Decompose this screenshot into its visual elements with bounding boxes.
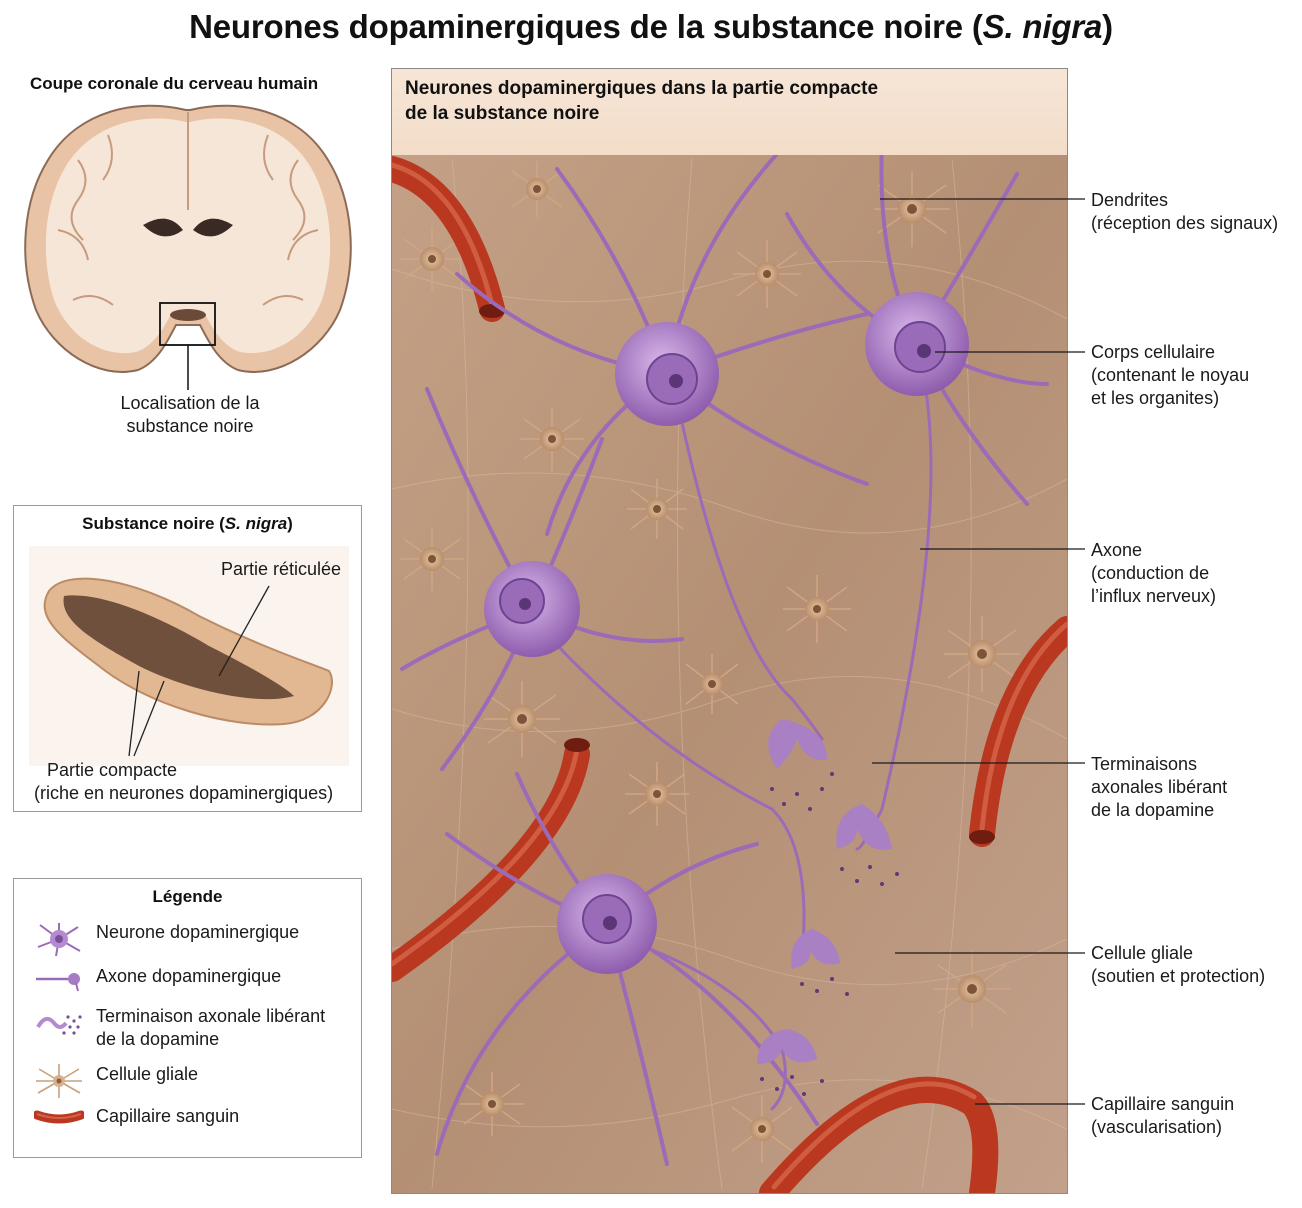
capillaries xyxy=(392,156,1067,1193)
neuron-processes xyxy=(400,142,1049,1166)
brain-section-caption: Coupe coronale du cerveau humain xyxy=(30,74,319,93)
pars-compacta-label: Partie compacte (riche en neurones dopam… xyxy=(34,760,334,803)
legend-label: Neurone dopaminergique xyxy=(96,922,300,942)
dopaminergic-axon-icon xyxy=(36,973,80,992)
page-title: Neurones dopaminergiques de la substance… xyxy=(189,8,1113,45)
legend-item-capillary: Capillaire sanguin xyxy=(34,1105,354,1139)
legend-label: Capillaire sanguin xyxy=(96,1106,240,1126)
legend-item-glial: Cellule gliale xyxy=(34,1063,354,1098)
callout-dendrites: Dendrites(réception des signaux) xyxy=(1091,190,1279,233)
substantia-nigra-title: Substance noire (S. nigra) xyxy=(82,514,293,533)
panel-header: Neurones dopaminergiques dans la partie … xyxy=(392,69,1067,155)
glial-cell-icon xyxy=(36,1064,82,1098)
substantia-nigra-illustration xyxy=(29,546,349,766)
legend-label: Axone dopaminergique xyxy=(96,966,282,986)
glial-cells xyxy=(400,161,1020,1163)
legend-label: Cellule gliale xyxy=(96,1064,199,1084)
callout-glial-cell: Cellule gliale(soutien et protection) xyxy=(1091,943,1266,986)
legend-item-axon: Axone dopaminergique xyxy=(34,965,354,999)
substantia-nigra-location-label: Localisation de la substance noire xyxy=(120,393,260,436)
dopaminergic-neuron-icon xyxy=(37,923,81,957)
pars-reticulata-label: Partie réticulée xyxy=(221,559,342,579)
legend-title: Légende xyxy=(152,887,223,906)
dopamine-vesicles xyxy=(760,772,899,1096)
legend: Légende Neurone dopaminergique Axone dop… xyxy=(13,878,362,1158)
neuron-tissue-panel: Neurones dopaminergiques dans la partie … xyxy=(391,68,1068,1194)
axon-terminal-icon xyxy=(36,1015,82,1035)
brain-coronal-section-illustration xyxy=(24,104,352,390)
legend-item-neuron: Neurone dopaminergique xyxy=(34,921,354,957)
callout-capillary: Capillaire sanguin(vascularisation) xyxy=(1091,1094,1235,1137)
panel-title: Neurones dopaminergiques dans la partie … xyxy=(405,78,879,124)
substantia-nigra-inset: Substance noire (S. nigra) Partie réticu… xyxy=(13,505,362,812)
axon-terminals xyxy=(757,719,892,1064)
capillary-icon xyxy=(34,1110,84,1124)
neuron-somas xyxy=(484,292,969,974)
neuron-tissue-illustration xyxy=(392,142,1067,1193)
